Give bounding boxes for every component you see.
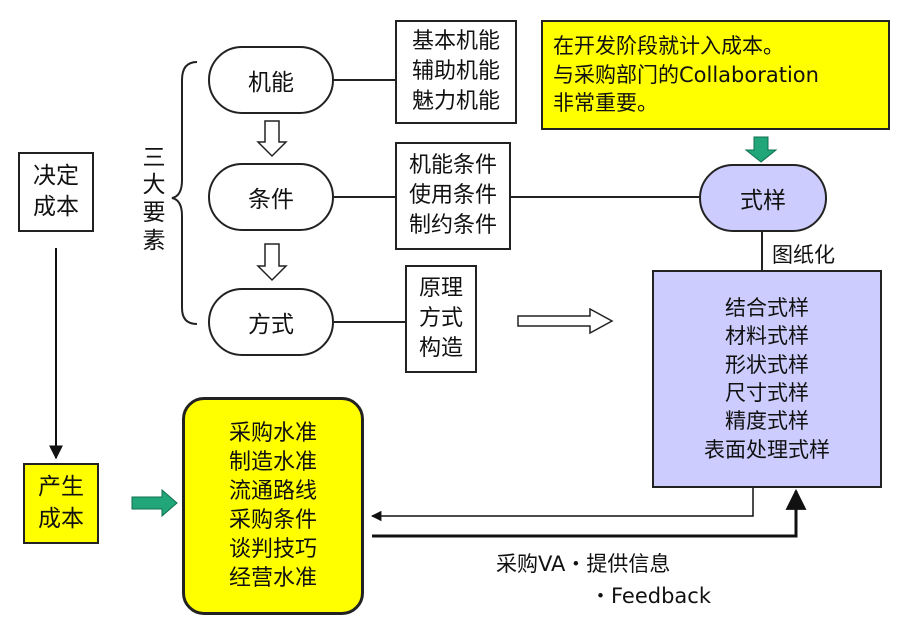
method-type-2: 方式 [418,306,463,332]
function-type-3: 魅力机能 [411,88,500,114]
cost-factor-6: 经营水准 [228,566,317,592]
note-line-1: 在开发阶段就计入成本。 [553,34,784,59]
condition-type-1: 机能条件 [408,153,497,179]
three-elements-char-2: 大 [142,172,166,199]
produce-cost-line-1: 产生 [38,474,84,501]
hollow-right-arrow [517,307,614,335]
three-elements-char-3: 要 [142,200,166,226]
development-cost-note: 在开发阶段就计入成本。 与采购部门的Collaboration 非常重要。 [541,20,890,130]
hollow-down-arrow-1 [256,120,288,158]
produce-cost-line-2: 成本 [38,505,84,532]
method-pill: 方式 [208,288,334,356]
spec-item-3: 形状式样 [725,352,809,377]
function-type-1: 基本机能 [411,29,500,55]
function-types-box: 基本机能 辅助机能 魅力机能 [395,20,517,124]
decide-cost-box: 决定 成本 [18,152,94,232]
method-types-box: 原理 方式 构造 [405,265,477,373]
note-line-3: 非常重要。 [553,91,658,116]
condition-type-3: 制约条件 [408,212,497,238]
green-down-arrow [744,136,778,163]
cost-factors-box: 采购水准 制造水准 流通路线 采购条件 谈判技巧 经营水准 [182,397,364,615]
three-elements-label: 三 大 要 素 [138,140,170,260]
note-line-2: 与采购部门的Collaboration [553,62,819,87]
function-type-2: 辅助机能 [411,59,500,85]
spec-item-1: 结合式样 [725,295,809,320]
cost-factor-4: 采购条件 [228,508,317,533]
hollow-down-arrow-2 [256,243,288,282]
cost-factor-5: 谈判技巧 [228,537,317,563]
function-pill: 机能 [208,46,334,114]
decide-cost-line-1: 决定 [33,162,79,189]
spec-item-2: 材料式样 [725,324,809,349]
cost-factor-3: 流通路线 [228,478,317,504]
produce-cost-box: 产生 成本 [23,463,99,544]
green-right-arrow [131,488,178,518]
spec-item-4: 尺寸式样 [725,381,809,405]
cost-factor-1: 采购水准 [228,420,317,446]
method-type-3: 构造 [418,335,463,361]
spec-item-5: 精度式样 [725,409,809,434]
condition-pill: 条件 [208,163,334,231]
three-elements-brace [171,61,198,325]
decide-cost-line-2: 成本 [33,194,79,220]
condition-types-box: 机能条件 使用条件 制约条件 [395,142,511,250]
condition-type-2: 使用条件 [408,183,497,209]
spec-items-box: 结合式样 材料式样 形状式样 尺寸式样 精度式样 表面处理式样 [652,270,882,488]
factors-to-spec-feedback-arrow [372,488,807,538]
drawing-label: 图纸化 [772,243,835,267]
three-elements-char-4: 素 [142,227,166,254]
cost-factor-2: 制造水准 [228,449,317,475]
spec-item-6: 表面处理式样 [704,437,830,462]
three-elements-char-1: 三 [142,144,166,171]
method-type-1: 原理 [418,276,463,302]
feedback-label-1: 采购VA・提供信息 [496,552,671,576]
spec-to-factors-arrow [370,488,754,522]
feedback-label-2: ・Feedback [590,584,712,608]
spec-pill: 式样 [699,164,827,232]
